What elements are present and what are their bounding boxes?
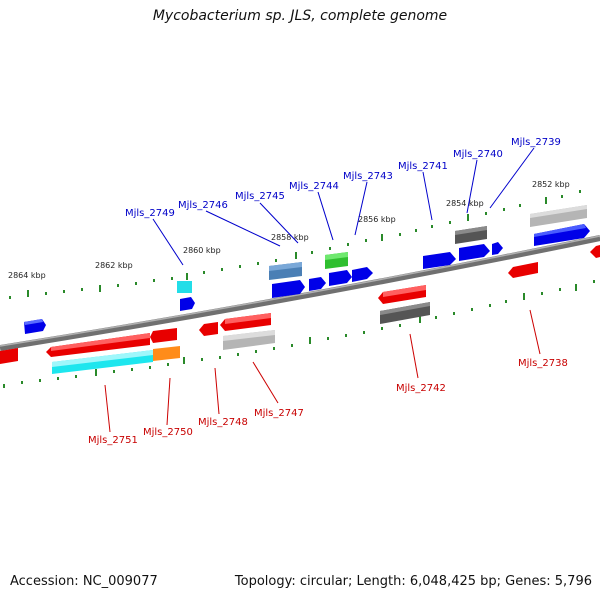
gene-arrow[interactable] [459, 244, 490, 261]
gene-arrow[interactable] [309, 277, 326, 291]
scale-label-2854: 2854 kbp [446, 199, 484, 208]
gene-label-mjls-2740[interactable]: Mjls_2740 [453, 149, 503, 160]
scale-label-2856: 2856 kbp [358, 215, 396, 224]
upper-tick-track [9, 190, 581, 299]
gene-label-mjls-2751[interactable]: Mjls_2751 [88, 435, 138, 446]
gene-label-mjls-2746[interactable]: Mjls_2746 [178, 200, 228, 211]
gene-arrow[interactable] [0, 348, 18, 364]
gene-label-mjls-2750[interactable]: Mjls_2750 [143, 427, 193, 438]
gene-label-mjls-2738[interactable]: Mjls_2738 [518, 358, 568, 369]
genome-backbone [0, 235, 600, 351]
gene-label-mjls-2745[interactable]: Mjls_2745 [235, 191, 285, 202]
gene-label-mjls-2743[interactable]: Mjls_2743 [343, 171, 393, 182]
genome-summary: Topology: circular; Length: 6,048,425 bp… [234, 574, 592, 589]
gene-block-mjls-2749[interactable] [177, 281, 192, 293]
scale-label-2864: 2864 kbp [8, 271, 46, 280]
gene-arrow[interactable] [590, 245, 600, 258]
top-leaders [152, 147, 535, 266]
gene-label-mjls-2742[interactable]: Mjls_2742 [396, 383, 446, 394]
gene-label-mjls-2741[interactable]: Mjls_2741 [398, 161, 448, 172]
scale-label-2852: 2852 kbp [532, 180, 570, 189]
gene-arrow[interactable] [180, 297, 195, 311]
gene-block-mjls-2750[interactable] [153, 346, 180, 361]
lower-tick-track [3, 280, 595, 388]
gene-block-mjls-2743[interactable] [329, 270, 352, 286]
gene-label-mjls-2739[interactable]: Mjls_2739 [511, 137, 561, 148]
genome-title: Mycobacterium sp. JLS, complete genome [152, 8, 448, 24]
gene-label-mjls-2747[interactable]: Mjls_2747 [254, 408, 304, 419]
bottom-leaders [104, 309, 541, 433]
gene-arrow[interactable] [352, 267, 373, 282]
gene-block-mjls-2748[interactable] [199, 322, 218, 336]
scale-label-2858: 2858 kbp [271, 233, 309, 242]
gene-label-mjls-2748[interactable]: Mjls_2748 [198, 417, 248, 428]
gene-label-mjls-2744[interactable]: Mjls_2744 [289, 181, 339, 192]
gene-block-mjls-2741[interactable] [423, 252, 456, 269]
gene-arrow[interactable] [150, 328, 177, 343]
gene-block-mjls-2738[interactable] [508, 262, 538, 278]
reverse-genes [0, 245, 600, 374]
gene-label-mjls-2749[interactable]: Mjls_2749 [125, 208, 175, 219]
accession-label: Accession: NC_009077 [10, 574, 158, 589]
forward-genes [24, 205, 590, 334]
gene-arrow[interactable] [492, 242, 503, 255]
scale-label-2862: 2862 kbp [95, 261, 133, 270]
scale-label-2860: 2860 kbp [183, 246, 221, 255]
gene-block-mjls-2745[interactable] [272, 280, 305, 298]
